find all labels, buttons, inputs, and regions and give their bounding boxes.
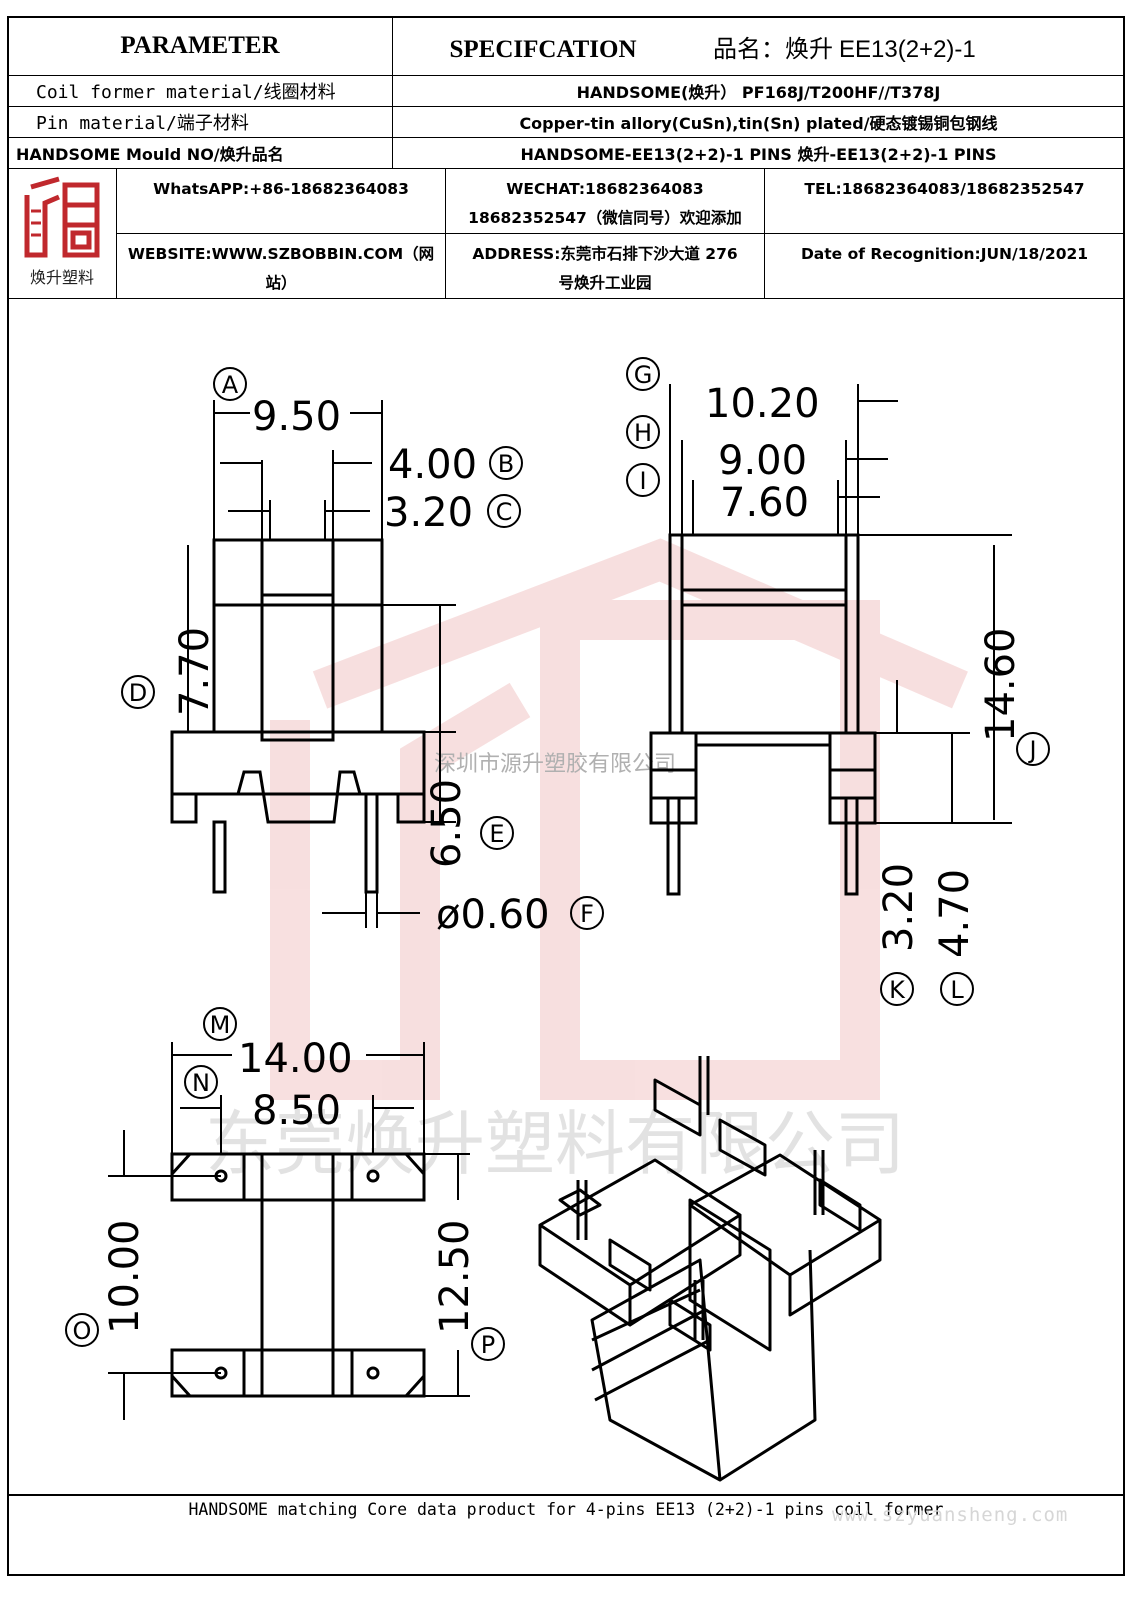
label-g: G bbox=[626, 357, 660, 391]
svg-text:C: C bbox=[496, 498, 513, 526]
dim-g-value: 10.20 bbox=[705, 381, 820, 427]
label-f: F bbox=[570, 896, 604, 930]
svg-text:L: L bbox=[950, 976, 964, 1004]
label-b: B bbox=[489, 446, 523, 480]
svg-text:G: G bbox=[634, 361, 653, 389]
dim-p-value: 12.50 bbox=[432, 1219, 478, 1334]
tel-cell: TEL:18682364083/18682352547 bbox=[764, 168, 1125, 234]
label-i: I bbox=[626, 463, 660, 497]
logo-watermark bbox=[270, 538, 968, 1100]
product-code: EE13(2+2)-1 bbox=[839, 35, 976, 63]
bottom-view bbox=[170, 1152, 426, 1398]
watermark-shenzhen: 深圳市源升塑胶有限公司 bbox=[434, 752, 676, 777]
dim-d-value: 7.70 bbox=[172, 627, 218, 716]
svg-text:E: E bbox=[489, 820, 504, 848]
svg-text:B: B bbox=[498, 450, 514, 478]
label-p: P bbox=[471, 1327, 505, 1361]
bottom-view-dims bbox=[108, 1042, 470, 1420]
technical-drawing: 深圳市源升塑胶有限公司 东莞焕升塑料有限公司 bbox=[65, 357, 1050, 1482]
label-o: O bbox=[65, 1313, 99, 1347]
whatsapp-cell: WhatsAPP:+86-18682364083 bbox=[116, 168, 446, 234]
label-l: L bbox=[940, 972, 974, 1006]
label-e: E bbox=[480, 816, 514, 850]
coil-material-label: Coil former material/线圈材料 bbox=[7, 75, 393, 107]
front-view-dims bbox=[187, 400, 456, 928]
side-view-dims bbox=[669, 384, 1012, 824]
dim-f-value: ø0.60 bbox=[436, 892, 550, 938]
svg-text:O: O bbox=[73, 1317, 92, 1345]
specification-title: SPECIFCATION bbox=[449, 35, 637, 63]
dim-i-value: 7.60 bbox=[720, 480, 809, 526]
mould-no-label: HANDSOME Mould NO/焕升品名 bbox=[7, 137, 393, 169]
footer-watermark: www.szyuansheng.com bbox=[832, 1504, 1069, 1526]
company-logo-icon bbox=[24, 176, 100, 258]
svg-text:D: D bbox=[129, 679, 147, 707]
label-a: A bbox=[213, 367, 247, 401]
label-h: H bbox=[626, 415, 660, 449]
footer-text: HANDSOME matching Core data product for … bbox=[188, 1500, 944, 1519]
isometric-view bbox=[538, 1056, 882, 1482]
svg-text:M: M bbox=[210, 1011, 231, 1039]
label-m: M bbox=[203, 1007, 237, 1041]
label-n: N bbox=[184, 1065, 218, 1099]
coil-material-value: HANDSOME(焕升） PF168J/T200HF//T378J bbox=[392, 75, 1125, 107]
product-name-label: 品名：焕升 bbox=[713, 36, 833, 63]
pin-material-label: Pin material/端子材料 bbox=[7, 106, 393, 138]
dim-m-value: 14.00 bbox=[238, 1036, 353, 1082]
svg-text:F: F bbox=[580, 900, 594, 928]
dimension-labels: A B C D E F G H I J K L M N O P bbox=[65, 357, 1050, 1361]
svg-text:H: H bbox=[634, 419, 652, 447]
dim-a-value: 9.50 bbox=[252, 394, 341, 440]
svg-text:I: I bbox=[639, 467, 646, 495]
side-view bbox=[649, 533, 877, 896]
svg-text:A: A bbox=[222, 371, 239, 399]
dim-e-value: 6.50 bbox=[424, 779, 470, 868]
footer-divider bbox=[7, 1494, 1125, 1496]
pin-material-value: Copper-tin allory(CuSn),tin(Sn) plated/硬… bbox=[392, 106, 1125, 138]
dim-c-value: 3.20 bbox=[384, 490, 473, 536]
watermark-dongguan: 东莞焕升塑料有限公司 bbox=[205, 1103, 905, 1185]
date-cell: Date of Recognition:JUN/18/2021 bbox=[764, 233, 1125, 299]
logo-text: 焕升塑料 bbox=[29, 268, 94, 287]
parameter-header: PARAMETER bbox=[7, 16, 393, 76]
svg-text:P: P bbox=[481, 1331, 495, 1359]
dimension-values: 9.50 4.00 3.20 7.70 6.50 ø0.60 10.20 9.0… bbox=[102, 381, 1024, 1334]
front-view bbox=[170, 538, 426, 894]
dim-b-value: 4.00 bbox=[388, 442, 477, 488]
website-cell: WEBSITE:WWW.SZBOBBIN.COM（网站） bbox=[116, 233, 446, 299]
label-k: K bbox=[880, 972, 914, 1006]
mould-no-value: HANDSOME-EE13(2+2)-1 PINS 焕升-EE13(2+2)-1… bbox=[392, 137, 1125, 169]
label-j: J bbox=[1016, 732, 1050, 766]
svg-text:K: K bbox=[889, 976, 906, 1004]
contact-table: 焕升塑料 WhatsAPP:+86-18682364083 WECHAT:186… bbox=[7, 168, 1125, 299]
dim-o-value: 10.00 bbox=[102, 1219, 148, 1334]
dim-n-value: 8.50 bbox=[252, 1088, 341, 1134]
logo-cell: 焕升塑料 bbox=[7, 168, 117, 299]
svg-text:N: N bbox=[192, 1069, 210, 1097]
dim-h-value: 9.00 bbox=[718, 438, 807, 484]
label-d: D bbox=[121, 675, 155, 709]
dim-k-value: 3.20 bbox=[876, 863, 922, 952]
dim-l-value: 4.70 bbox=[932, 869, 978, 958]
svg-text:J: J bbox=[1027, 736, 1036, 764]
dim-j-value: 14.60 bbox=[978, 627, 1024, 742]
label-c: C bbox=[487, 494, 521, 528]
